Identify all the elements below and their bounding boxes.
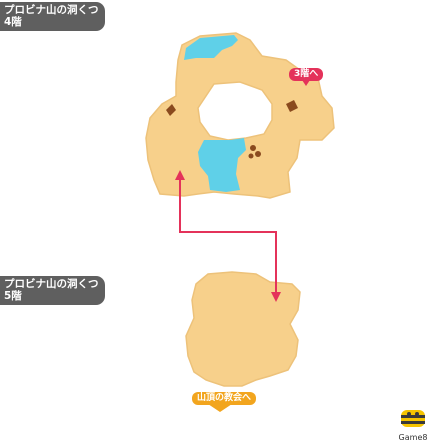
floor-5-ground bbox=[185, 271, 301, 387]
floor-4-boulder bbox=[255, 151, 261, 157]
route-arrow-down bbox=[271, 292, 281, 302]
floor-4-map bbox=[145, 32, 335, 199]
floor-5-title: プロビナ山の洞くつ bbox=[4, 278, 99, 290]
game8-logo: Game8 bbox=[396, 408, 430, 442]
route-path bbox=[175, 170, 281, 302]
floor-4-label: プロビナ山の洞くつ 4階 bbox=[0, 2, 105, 31]
floor-4-rock-left bbox=[166, 104, 176, 116]
route-line bbox=[179, 174, 277, 294]
exit-to-church-tag[interactable]: 山頂の教会へ bbox=[192, 392, 257, 405]
floor-5-label: プロビナ山の洞くつ 5階 bbox=[0, 276, 105, 305]
game8-bee-icon bbox=[401, 410, 425, 427]
route-arrow-up bbox=[175, 170, 185, 180]
floor-4-boulder bbox=[250, 145, 256, 151]
floor-4-boulder bbox=[248, 153, 254, 159]
stairs-to-floor-3-tag[interactable]: 3階へ bbox=[289, 68, 324, 81]
floor-4-ground bbox=[145, 32, 335, 199]
floor-4-water-center bbox=[198, 138, 246, 192]
exit-arrow-icon bbox=[208, 404, 232, 412]
floor-4-water-top bbox=[184, 35, 238, 60]
floor-5-map bbox=[185, 271, 301, 387]
floor-4-number: 4階 bbox=[4, 16, 22, 28]
stairs-pointer-icon bbox=[302, 80, 310, 86]
floor-4-title: プロビナ山の洞くつ bbox=[4, 4, 99, 16]
game8-logo-text: Game8 bbox=[398, 433, 428, 442]
floor-4-rock-right bbox=[286, 100, 298, 112]
floor-5-number: 5階 bbox=[4, 290, 22, 302]
